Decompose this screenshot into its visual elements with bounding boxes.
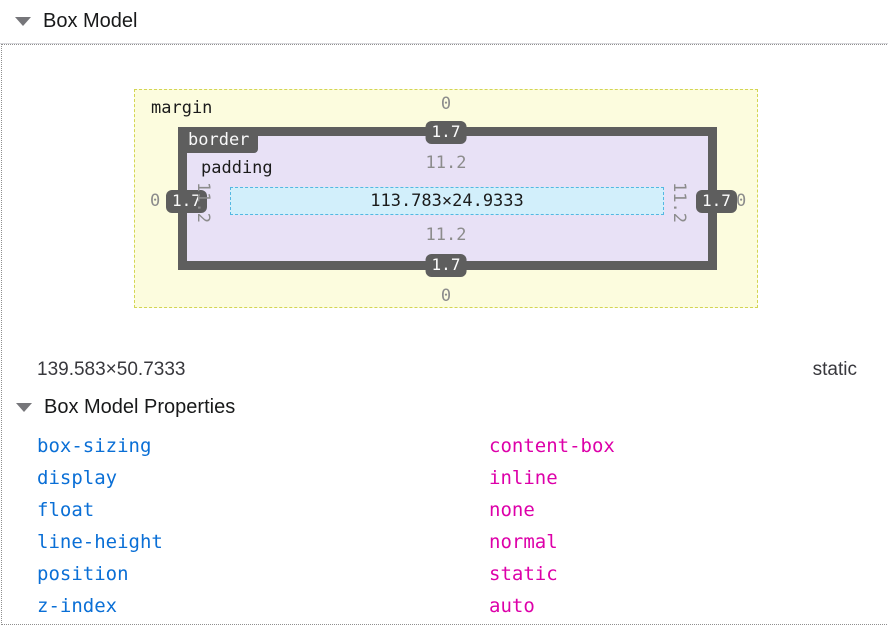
padding-bottom-value[interactable]: 11.2 (135, 225, 757, 245)
property-row: line-height normal (37, 526, 877, 558)
property-value: none (489, 499, 535, 521)
padding-left-value[interactable]: 11.2 (193, 182, 213, 222)
element-size: 139.583×50.7333 (37, 359, 185, 381)
property-value: content-box (489, 435, 615, 457)
padding-right-value[interactable]: 11.2 (669, 182, 689, 222)
property-name: box-sizing (37, 435, 489, 457)
border-right-value[interactable]: 1.7 (696, 190, 737, 213)
box-model-section-header[interactable]: Box Model (0, 0, 888, 44)
property-row: display inline (37, 462, 877, 494)
margin-bottom-value[interactable]: 0 (135, 286, 757, 306)
property-value: auto (489, 595, 535, 617)
content-layer[interactable]: 113.783×24.9333 (230, 187, 664, 215)
property-name: display (37, 467, 489, 489)
box-model-properties-title: Box Model Properties (44, 396, 235, 419)
property-name: z-index (37, 595, 489, 617)
property-row: z-index auto (37, 590, 877, 622)
content-size-value[interactable]: 113.783×24.9333 (370, 191, 524, 211)
border-top-value[interactable]: 1.7 (426, 121, 467, 144)
collapse-arrow-icon[interactable] (15, 17, 31, 26)
property-row: float none (37, 494, 877, 526)
property-row: box-sizing content-box (37, 430, 877, 462)
property-row: position static (37, 558, 877, 590)
border-bottom-value[interactable]: 1.7 (426, 254, 467, 277)
property-name: float (37, 499, 489, 521)
element-dimensions-row: 139.583×50.7333 static (37, 359, 857, 381)
box-model-properties-header[interactable]: Box Model Properties (2, 396, 235, 419)
padding-top-value[interactable]: 11.2 (135, 153, 757, 173)
margin-layer[interactable]: 113.783×24.9333 margin border padding 0 … (134, 89, 758, 308)
property-name: line-height (37, 531, 489, 553)
margin-left-value[interactable]: 0 (150, 191, 160, 211)
property-value: inline (489, 467, 558, 489)
margin-top-value[interactable]: 0 (135, 94, 757, 114)
property-value: normal (489, 531, 558, 553)
margin-right-value[interactable]: 0 (736, 191, 746, 211)
border-label: border (179, 129, 258, 153)
box-model-panel-body: 113.783×24.9333 margin border padding 0 … (1, 44, 887, 625)
collapse-arrow-icon[interactable] (16, 403, 32, 412)
box-model-title: Box Model (43, 10, 138, 33)
property-value: static (489, 563, 558, 585)
properties-list: box-sizing content-box display inline fl… (37, 430, 877, 622)
property-name: position (37, 563, 489, 585)
element-position: static (813, 359, 857, 381)
